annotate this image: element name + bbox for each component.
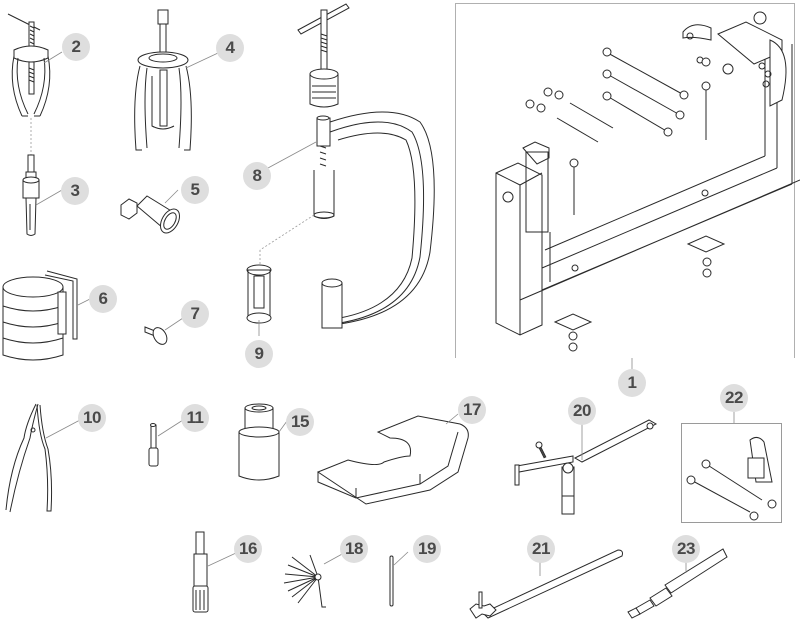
part-11-drawing [148, 423, 159, 467]
callout-3: 3 [61, 177, 89, 205]
part-22-drawing [686, 436, 777, 521]
part-1-rods [525, 47, 711, 215]
part-1-drawing [495, 11, 800, 352]
callout-18: 18 [340, 535, 368, 563]
callout-2: 2 [62, 33, 90, 61]
part-1-frame [455, 3, 795, 358]
callout-7: 7 [181, 300, 209, 328]
callout-5: 5 [181, 176, 209, 204]
part-15-drawing [238, 403, 280, 481]
callout-10: 10 [78, 404, 106, 432]
leader-lines [35, 51, 687, 576]
callout-6: 6 [89, 285, 117, 313]
callout-15: 15 [286, 408, 314, 436]
part-7-drawing [144, 326, 168, 345]
part-23-drawing [627, 548, 728, 619]
callout-21: 21 [527, 535, 555, 563]
part-4-drawing [134, 9, 192, 151]
callout-17: 17 [458, 396, 486, 424]
callout-1: 1 [618, 369, 646, 397]
part-16-drawing [192, 531, 209, 613]
callout-8: 8 [243, 162, 271, 190]
part-5-drawing [120, 195, 180, 234]
callout-4: 4 [216, 34, 244, 62]
callout-9: 9 [245, 340, 273, 368]
part-19-drawing [389, 555, 394, 607]
part-22-frame [681, 423, 782, 523]
part-20-drawing [514, 419, 658, 515]
part-9-drawing [246, 264, 272, 324]
callout-11: 11 [181, 404, 209, 432]
part-18-drawing [283, 554, 326, 608]
callout-19: 19 [413, 535, 441, 563]
callout-23: 23 [672, 535, 700, 563]
part-3-drawing [22, 154, 40, 236]
part-2-drawing [7, 13, 51, 155]
part-10-drawing [5, 403, 53, 513]
callout-22: 22 [720, 384, 748, 412]
part-8-drawing [259, 3, 435, 329]
callout-20: 20 [568, 397, 596, 425]
part-21-drawing [469, 549, 623, 619]
part-17-drawing [316, 415, 469, 505]
callout-16: 16 [234, 535, 262, 563]
part-6-drawing [2, 270, 78, 361]
